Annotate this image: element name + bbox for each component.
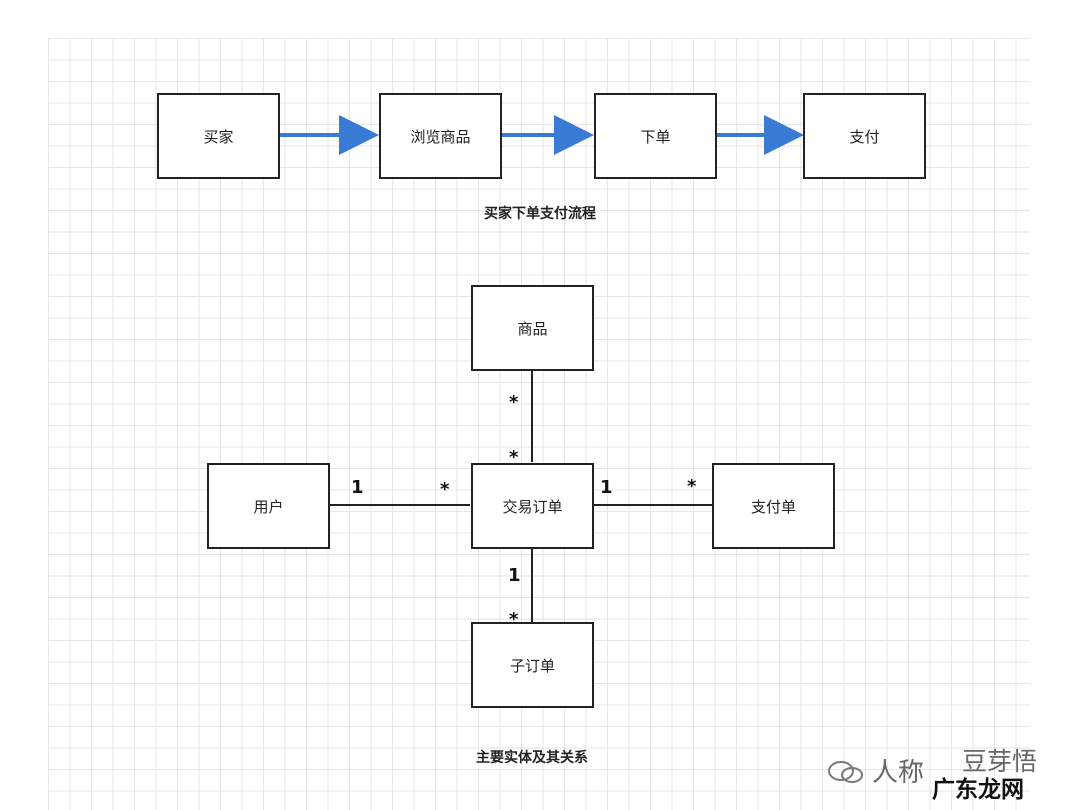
entity-payment: 支付单: [712, 463, 835, 549]
flow-node-browse: 浏览商品: [379, 93, 502, 179]
multiplicity-order-goods-end: *: [509, 447, 519, 468]
entity-goods: 商品: [471, 285, 594, 371]
flow-node-buyer: 买家: [157, 93, 280, 179]
watermark-left: 人称: [872, 758, 925, 788]
watermark-right: 广东龙网: [932, 777, 1024, 803]
flow-node-pay: 支付: [803, 93, 926, 179]
multiplicity-user-end: 1: [351, 477, 364, 498]
entity-caption: 主要实体及其关系: [476, 750, 588, 766]
flow-caption: 买家下单支付流程: [484, 206, 596, 222]
flow-node-order: 下单: [594, 93, 717, 179]
multiplicity-order-payment-end: 1: [600, 477, 613, 498]
multiplicity-goods-end: *: [509, 392, 519, 413]
multiplicity-order-user-end: *: [440, 479, 450, 500]
entity-user: 用户: [207, 463, 330, 549]
entity-suborder: 子订单: [471, 622, 594, 708]
multiplicity-order-sub-end: 1: [508, 565, 521, 586]
wechat-icon: [826, 757, 866, 785]
multiplicity-payment-end: *: [687, 476, 697, 497]
watermark-middle: 豆芽悟: [962, 747, 1038, 776]
multiplicity-sub-end: *: [509, 609, 519, 630]
entity-trade-order: 交易订单: [471, 463, 594, 549]
